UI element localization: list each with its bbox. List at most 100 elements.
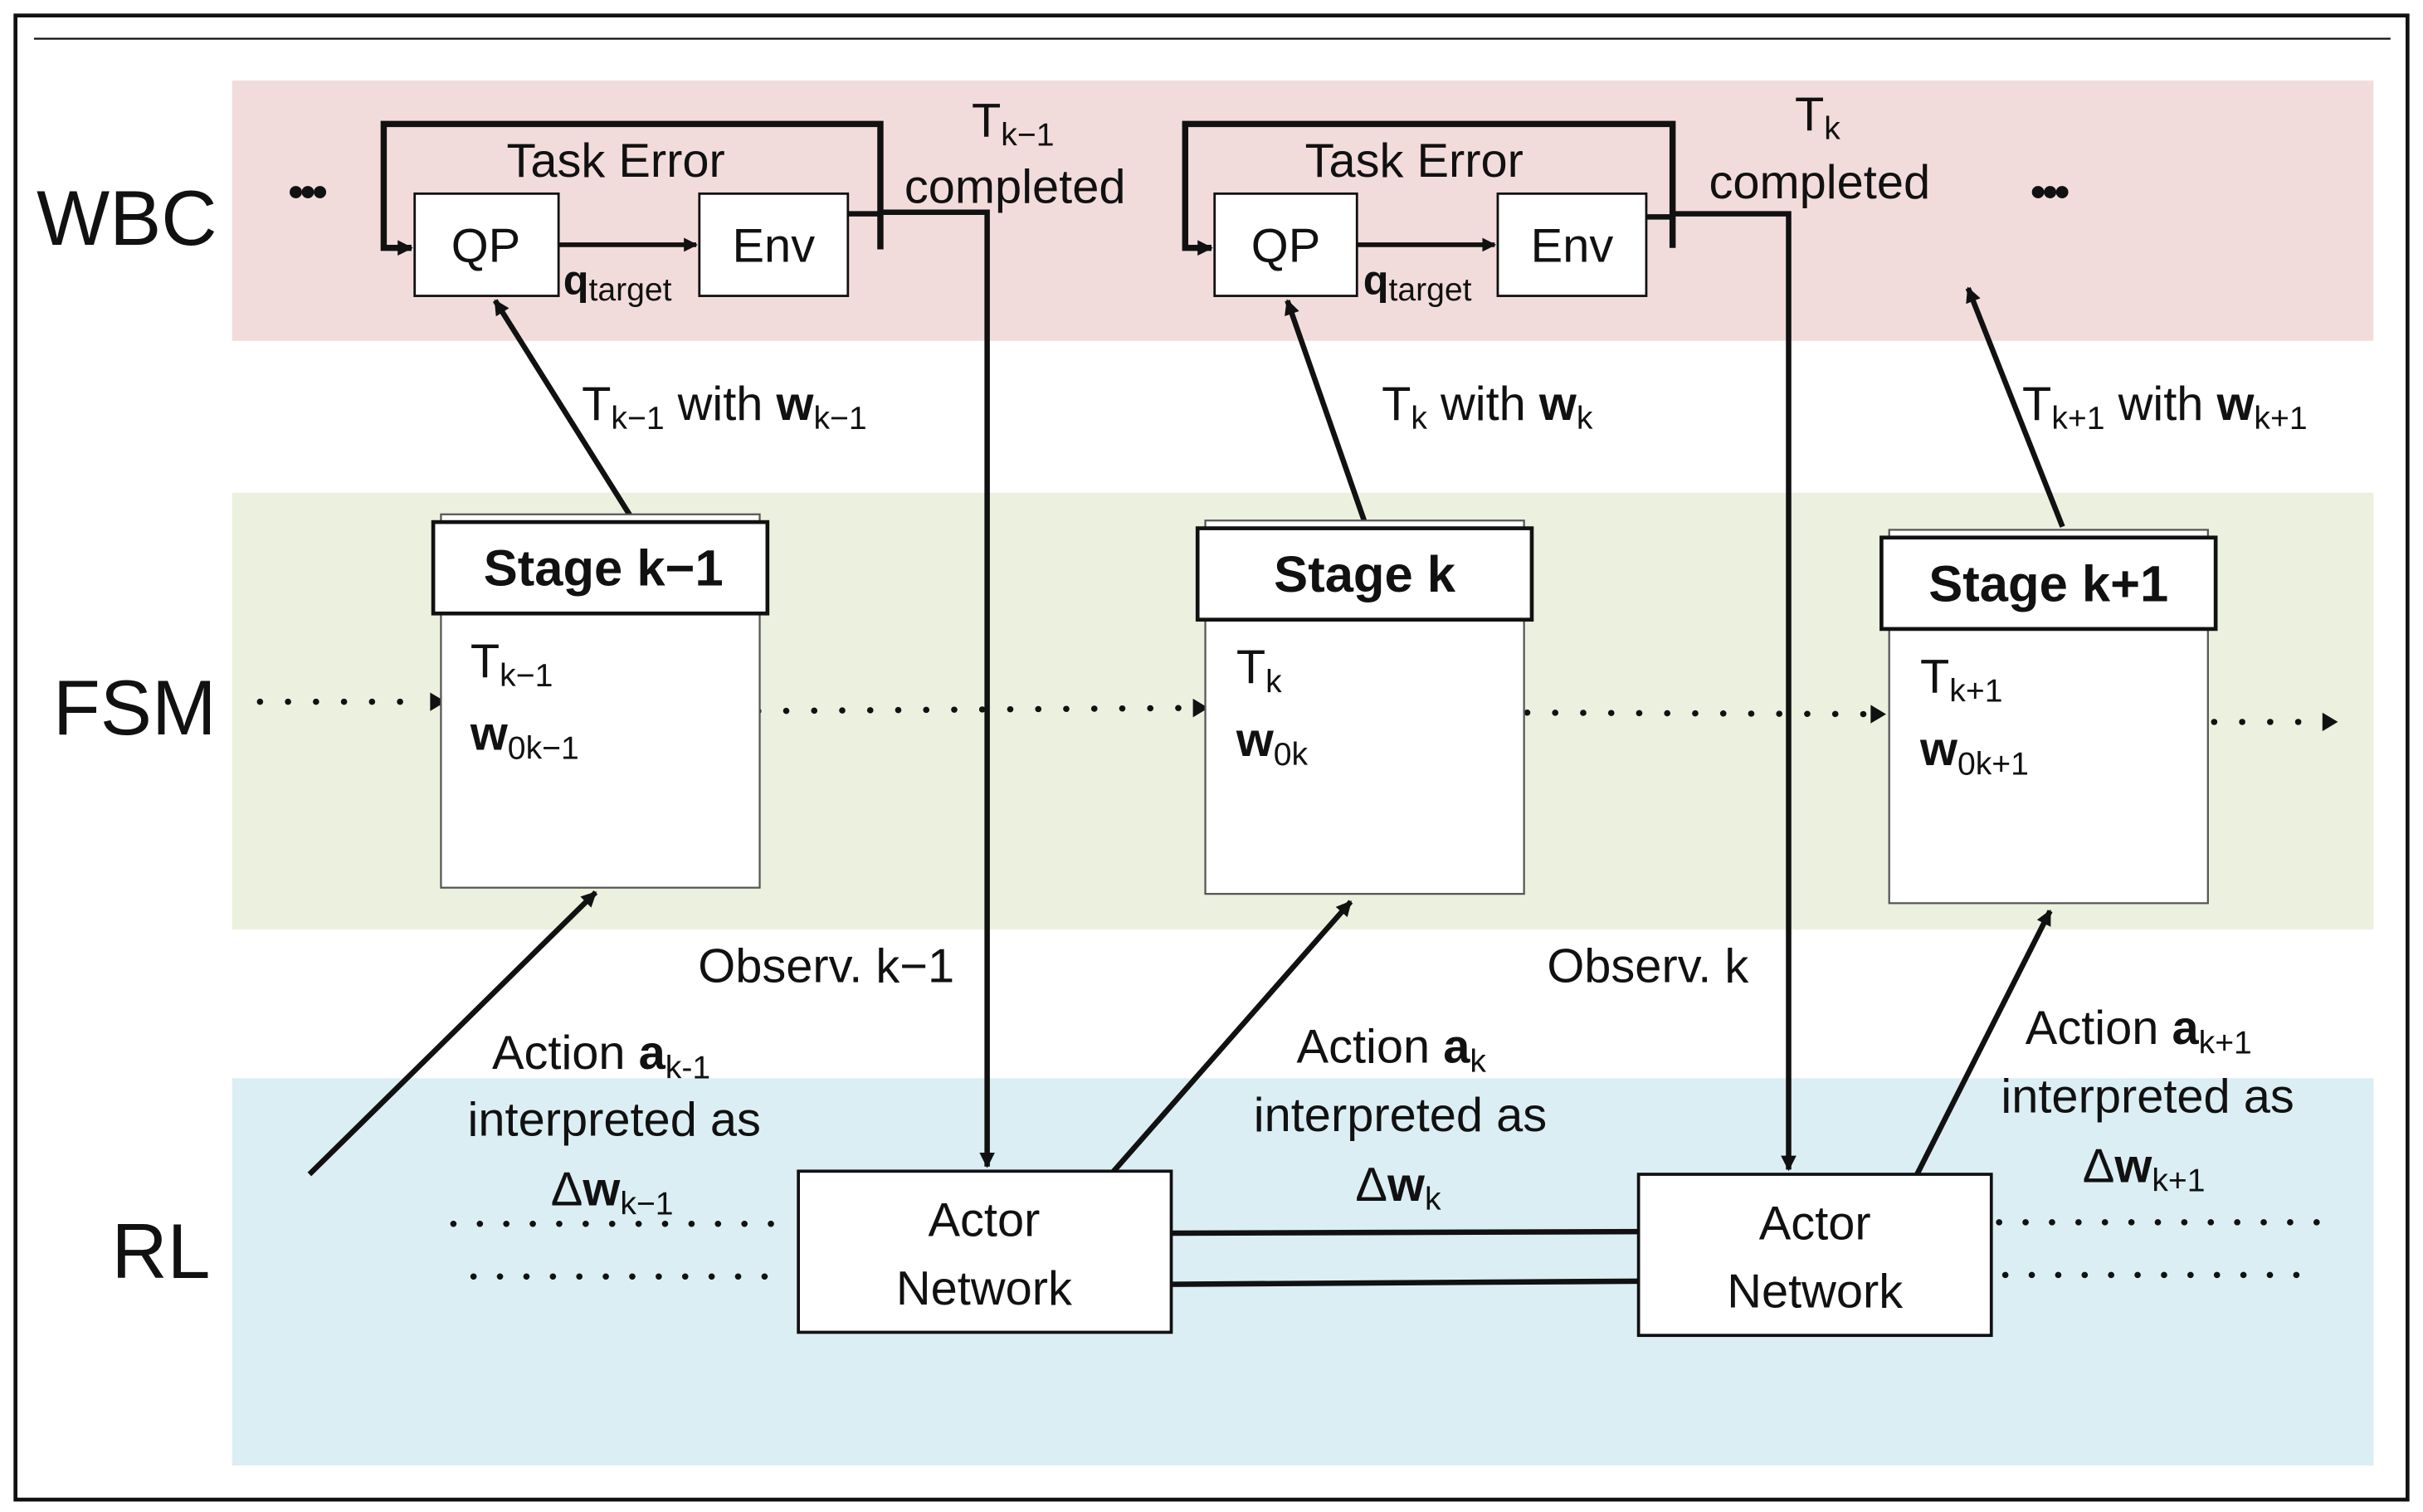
outer-frame: [13, 13, 2410, 1502]
action-a-sub-2: k: [1470, 1044, 1486, 1080]
actor-link-bottom: [1171, 1278, 1639, 1287]
stage-title-2: Stage k: [1274, 546, 1456, 603]
action-delta-2: Δ: [1355, 1158, 1387, 1212]
action-delta-3: Δ: [2083, 1139, 2115, 1193]
action-arrow-1: [307, 890, 598, 1177]
qp-box-1: [413, 192, 560, 297]
wbc-ellipsis-right: •••: [2031, 168, 2069, 216]
action-a-sub-1: k-1: [665, 1050, 710, 1085]
actor-network-2: Actor Network: [1636, 1173, 1993, 1338]
action-line2-3: interpreted as: [2001, 1070, 2294, 1123]
stage-box-1: Stage k−1 Tk−1 w0k−1: [431, 513, 770, 889]
actor-box-1: [797, 1169, 1173, 1334]
stage-task-T-sub-3: k+1: [1949, 674, 2002, 710]
task-weight-label-3: Tk+1 with wk+1: [2022, 378, 2308, 437]
qp-label-2: QP: [1251, 219, 1321, 272]
actor-line2-1: Network: [896, 1262, 1072, 1315]
action-a-3: a: [2172, 1002, 2199, 1055]
action-line3-2: Δwk: [1355, 1158, 1441, 1217]
task-weight-T-sub-1: k−1: [611, 401, 664, 437]
action-delta-1: Δ: [551, 1163, 583, 1216]
task-weight-with-2: with: [1427, 378, 1539, 431]
action-w-2: w: [1387, 1158, 1426, 1212]
fsm-flow-segment-3: [1524, 709, 1875, 718]
task-weight-w-1: w: [776, 378, 815, 431]
stage-task-T-3: T: [1920, 650, 1949, 703]
wbc-ellipsis-left: •••: [288, 168, 326, 216]
stage-weight-w-1: w: [470, 708, 509, 761]
stage-weight-2: w0k: [1236, 714, 1309, 773]
stage-task-T-sub-1: k−1: [500, 658, 553, 694]
actor-line1-2: Actor: [1759, 1197, 1871, 1250]
completed-sub-2: k: [1824, 111, 1840, 147]
qp-label-1: QP: [451, 219, 521, 272]
qp-box-2: [1213, 192, 1358, 297]
env-label-2: Env: [1531, 219, 1614, 272]
task-error-label-2: Task Error: [1305, 134, 1524, 188]
action-line3-3: Δwk+1: [2083, 1139, 2206, 1198]
task-error-label-1: Task Error: [506, 134, 724, 188]
stage-task-2: Tk: [1236, 641, 1282, 700]
env-label-1: Env: [733, 219, 816, 272]
stage-weight-w-3: w: [1919, 723, 1958, 776]
completed-label-1: Tk−1: [972, 94, 1055, 153]
q-symbol-2: q: [1363, 256, 1389, 304]
fsm-layer-label: FSM: [53, 665, 217, 751]
stage-weight-w-sub-1: 0k−1: [508, 731, 579, 767]
stage-task-T-2: T: [1236, 641, 1265, 694]
action-w-sub-3: k+1: [2152, 1163, 2205, 1199]
rl-band: [232, 1078, 2374, 1466]
stage-to-next-arrow-3: [1965, 286, 2065, 528]
task-weight-T-sub-3: k+1: [2051, 401, 2104, 437]
completed-T-2: T: [1795, 88, 1824, 141]
q-sub-1: target: [588, 272, 671, 308]
stage-task-T-1: T: [470, 635, 500, 688]
task-weight-label-1: Tk−1 with wk−1: [582, 378, 867, 437]
wbc-loop-2: Task Error QP Env qtarget Tk completed: [1182, 88, 1930, 308]
task-weight-with-1: with: [665, 378, 777, 431]
completed-label-2: Tk: [1795, 88, 1840, 147]
stage-box-3: Stage k+1 Tk+1 w0k+1: [1879, 529, 2218, 905]
stage-weight-3: w0k+1: [1919, 723, 2029, 782]
stage-task-1: Tk−1: [470, 635, 553, 694]
completed-to-actor-2: [1645, 211, 1797, 1172]
task-weight-T-2: T: [1382, 378, 1411, 431]
fsm-flow-arrowhead-3: [1870, 705, 1886, 724]
actor-box-2: [1636, 1173, 1993, 1338]
action-w-sub-1: k−1: [620, 1187, 673, 1222]
fsm-flow-arrowhead-1: [430, 692, 446, 711]
stage-weight-w-2: w: [1236, 714, 1275, 767]
env-box-2: [1496, 192, 1648, 297]
action-a-1: a: [639, 1027, 666, 1080]
fsm-flow-arrowhead-4: [2322, 712, 2338, 732]
wbc-loop-1: Task Error QP Env qtarget Tk−1 completed: [380, 94, 1126, 308]
observation-label-2: Observ. k: [1547, 940, 1748, 993]
task-weight-w-2: w: [1538, 378, 1577, 431]
action-label-3: Action ak+1 interpreted as Δwk+1: [2001, 1002, 2294, 1198]
task-weight-label-2: Tk with wk: [1382, 378, 1593, 437]
completed-sub-1: k−1: [1001, 117, 1054, 153]
action-line2-1: interpreted as: [468, 1093, 761, 1146]
stage-weight-1: w0k−1: [470, 708, 579, 767]
completed-word-2: completed: [1709, 156, 1930, 209]
task-weight-T-sub-2: k: [1411, 401, 1427, 437]
task-weight-w-sub-1: k−1: [813, 401, 866, 437]
action-w-3: w: [2113, 1139, 2152, 1193]
stage-weight-w-sub-2: 0k: [1274, 737, 1309, 773]
stage-header-3: [1879, 535, 2218, 632]
action-line2-2: interpreted as: [1254, 1089, 1547, 1142]
stage-to-qp-arrow-1: [492, 299, 634, 519]
action-arrow-3: [1913, 910, 2053, 1179]
fsm-flow-arrowhead-2: [1192, 698, 1209, 718]
stage-header-2: [1195, 526, 1534, 622]
action-arrow-2: [1109, 900, 1353, 1177]
stage-task-T-sub-2: k: [1265, 664, 1282, 700]
task-weight-T-3: T: [2022, 378, 2051, 431]
task-error-loop-1: [380, 120, 884, 256]
q-sub-2: target: [1388, 272, 1471, 308]
task-weight-w-sub-3: k+1: [2254, 401, 2307, 437]
stage-title-3: Stage k+1: [1928, 555, 2168, 612]
action-label-1: Action ak-1 interpreted as Δwk−1: [468, 1027, 761, 1222]
stage-title-1: Stage k−1: [484, 540, 724, 597]
